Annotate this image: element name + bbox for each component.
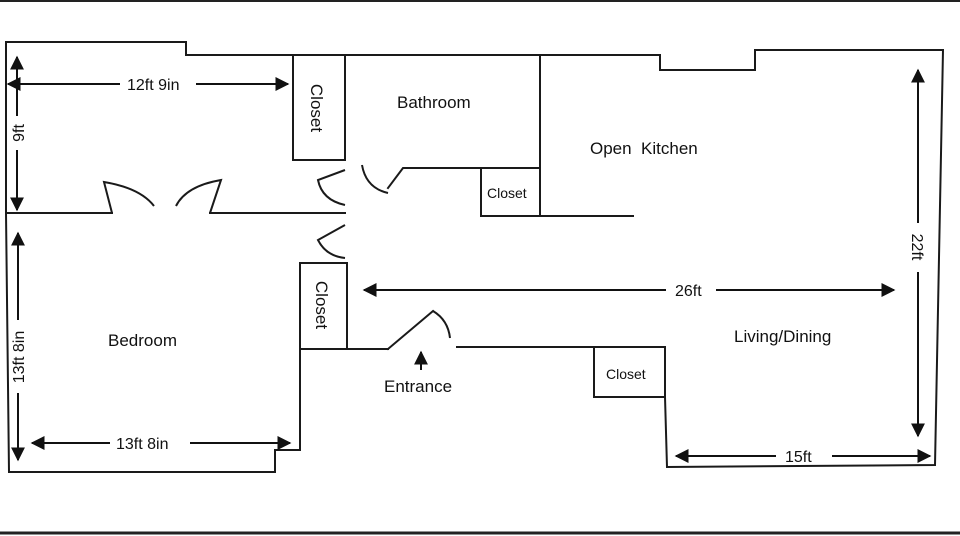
dim-label-top-height: 9ft — [11, 124, 28, 142]
dim-label-bedroom-height: 13ft 8in — [11, 331, 28, 383]
bathroom-door-swing — [361, 164, 389, 194]
room-bathroom: Bathroom — [397, 93, 471, 112]
dim-label-bedroom-width: 13ft 8in — [116, 436, 168, 453]
room-kitchen: Open Kitchen — [590, 139, 698, 158]
hall-door-upper — [316, 169, 346, 206]
dim-label-top-width: 12ft 9in — [127, 77, 179, 94]
dim-label-living-width: 15ft — [785, 449, 812, 466]
room-bedroom: Bedroom — [108, 331, 177, 350]
bedroom-outer-wall — [4, 211, 389, 473]
closet-bath-label: Closet — [487, 185, 527, 201]
closet-living-label: Closet — [606, 366, 646, 382]
entrance-label: Entrance — [384, 377, 452, 396]
hall-door-lower — [316, 224, 346, 259]
closet-mid-box — [299, 262, 348, 350]
closet-mid-label: Closet — [312, 281, 331, 329]
closet-living-box — [593, 346, 666, 398]
room-living-dining: Living/Dining — [734, 327, 831, 346]
entrance-door-swing — [432, 310, 451, 339]
dim-label-hall-width: 26ft — [675, 283, 702, 300]
outer-wall-left — [5, 41, 187, 214]
double-door-right — [175, 178, 223, 214]
dim-label-living-height: 22ft — [908, 234, 925, 261]
double-door-left — [102, 180, 155, 214]
entrance-door-leaf — [386, 309, 435, 351]
closet-top-left-label: Closet — [307, 84, 326, 132]
